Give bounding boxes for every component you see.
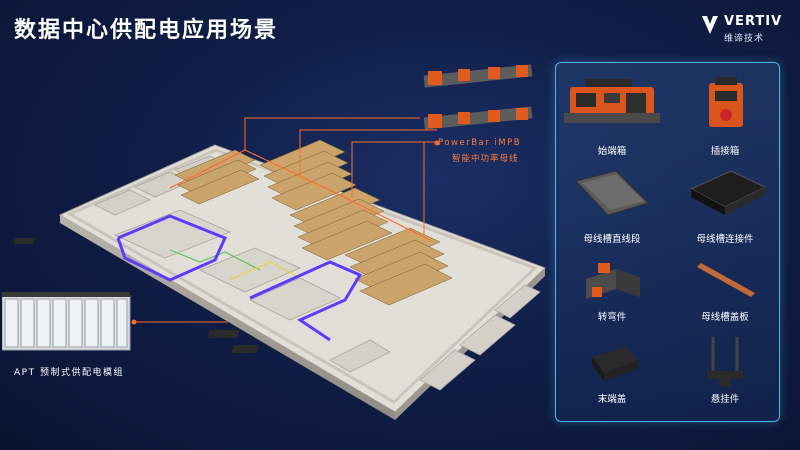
component-busway-straight: 母线槽直线段 xyxy=(556,159,668,247)
component-busway-connector: 母线槽连接件 xyxy=(669,159,781,247)
component-end-cap: 末端盖 xyxy=(556,331,668,419)
busway-connector-icon xyxy=(689,170,767,215)
brand-name: VERTIV xyxy=(724,14,783,29)
component-label: 末端盖 xyxy=(597,394,627,405)
cover-plate-icon xyxy=(697,263,755,297)
component-hanger: 悬挂件 xyxy=(669,331,781,419)
brand-logo: VERTIV 维谛技术 xyxy=(700,12,790,46)
busway-subtitle: 智能中功率母线 xyxy=(452,154,519,164)
data-center-illustration xyxy=(13,117,546,420)
component-cover-plate: 母线槽盖板 xyxy=(669,249,781,337)
elbow-icon xyxy=(586,263,640,299)
component-label: 悬挂件 xyxy=(710,394,740,405)
page-title: 数据中心供配电应用场景 xyxy=(14,18,279,43)
components-panel: 始端箱 插接箱 母线槽直线段 母线槽连接件 转 xyxy=(555,62,780,422)
plug-in-box-icon xyxy=(709,77,743,127)
component-plug-in-box: 插接箱 xyxy=(669,69,781,157)
feed-box-icon xyxy=(564,79,660,123)
vertiv-logo-icon xyxy=(702,16,718,34)
component-feed-box: 始端箱 xyxy=(556,69,668,157)
busway-straight-icon xyxy=(575,170,649,216)
powerbar-busway-image xyxy=(423,64,533,130)
brand-subtitle: 维谛技术 xyxy=(724,34,765,44)
component-label: 插接箱 xyxy=(710,146,740,157)
busway-label: PowerBar iMPB xyxy=(438,138,522,148)
component-label: 始端箱 xyxy=(597,146,627,157)
end-cap-icon xyxy=(592,347,638,381)
component-elbow: 转弯件 xyxy=(556,249,668,337)
component-label: 母线槽直线段 xyxy=(583,234,641,245)
apt-label: APT 预制式供配电模组 xyxy=(14,368,124,378)
component-label: 母线槽盖板 xyxy=(701,312,749,323)
component-label: 转弯件 xyxy=(597,312,627,323)
apt-cabinet-image xyxy=(2,292,131,351)
component-label: 母线槽连接件 xyxy=(696,234,754,245)
hanger-icon xyxy=(707,337,743,387)
